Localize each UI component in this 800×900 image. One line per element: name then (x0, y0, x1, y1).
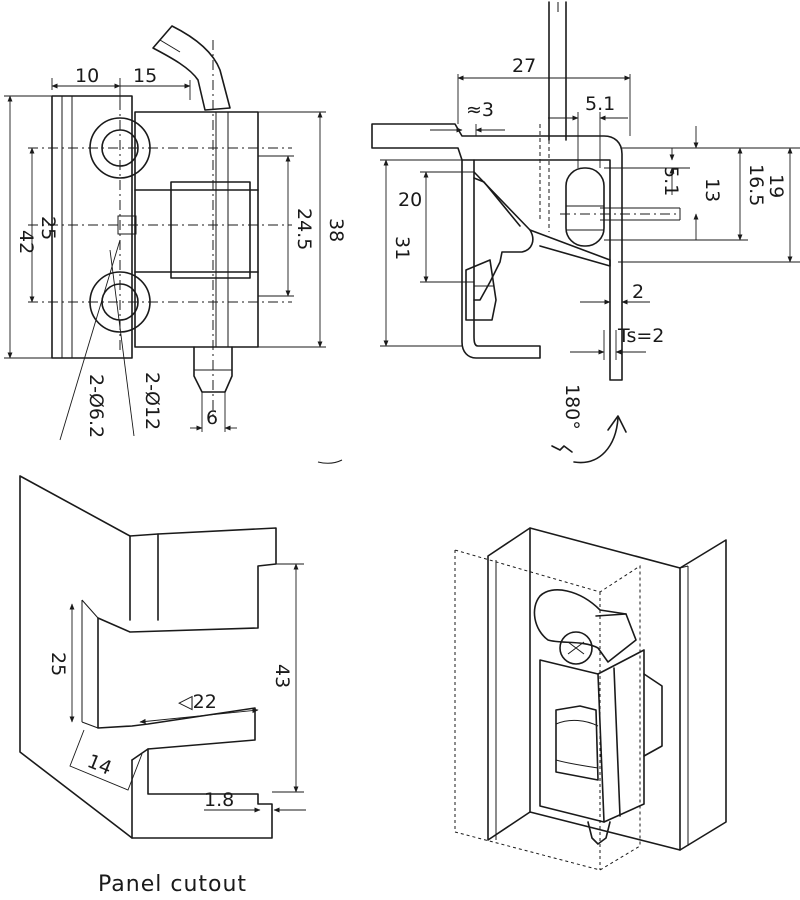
dim-16-5: 16.5 (745, 164, 767, 206)
hole-small-callout: 2-Ø6.2 (85, 374, 107, 438)
rotation-label: 180° (561, 384, 583, 430)
dim-2: 2 (632, 281, 644, 303)
panel-cutout-caption: Panel cutout (98, 872, 248, 897)
dim-42: 42 (15, 230, 37, 254)
dim-13: 13 (701, 178, 723, 202)
dim-6: 6 (206, 407, 218, 429)
cutout-dim-22: ◁22 (178, 691, 217, 713)
thickness-label: Ts=2 (617, 325, 664, 347)
cutout-view: 25 43 ◁22 14 1.8 (19, 475, 306, 839)
dim-19: 19 (765, 174, 787, 198)
cutout-dim-1-8: 1.8 (204, 789, 234, 811)
hole-large-callout: 2-Ø12 (141, 372, 163, 430)
dim-20: 20 (398, 189, 422, 211)
dim-27: 27 (512, 55, 536, 77)
rotation-arrow-icon (551, 417, 619, 464)
dim-10: 10 (75, 65, 99, 87)
cutout-dim-43: 43 (271, 664, 293, 688)
dim-5-1-top: 5.1 (585, 93, 615, 115)
side-view: 27 ≈3 5.1 5.1 13 16.5 19 31 (317, 1, 800, 464)
dim-5-1-side: 5.1 (660, 166, 682, 196)
cutout-dim-25: 25 (47, 652, 69, 676)
dim-38: 38 (325, 218, 347, 242)
dim-approx-3: ≈3 (466, 99, 494, 121)
isometric-view (454, 527, 727, 871)
front-view: 10 15 42 25 24.5 38 6 2-Ø6.2 2-Ø12 (4, 25, 347, 441)
cutout-dim-14: 14 (84, 750, 115, 779)
dim-15: 15 (133, 65, 157, 87)
dim-25: 25 (37, 216, 59, 240)
dim-24-5: 24.5 (293, 208, 315, 250)
dim-31: 31 (391, 236, 413, 260)
